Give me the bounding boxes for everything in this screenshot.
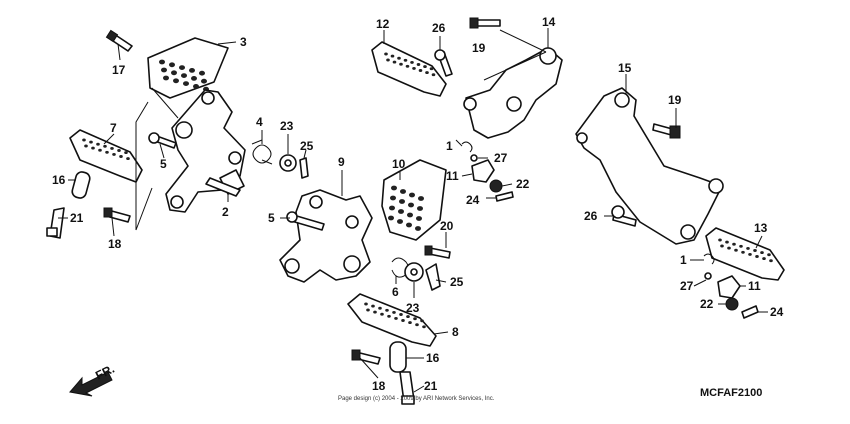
callout-8: 8 [452,325,459,339]
passenger-holder-15 [575,87,724,245]
callout-10: 10 [392,157,406,171]
callout-21-right: 21 [424,379,438,393]
pin-26-right [611,205,637,227]
callout-19-top: 19 [472,41,486,55]
bolt-5-bracket [205,177,241,197]
callout-5-left: 5 [160,157,167,171]
bolt-21-right [399,371,415,405]
callout-1-right: 1 [680,253,687,267]
bolt-18-right [351,349,381,365]
spring-1-right [703,253,715,265]
ball-27-center [470,154,478,162]
bolt-21-left [46,207,65,239]
callout-22-right: 22 [700,297,714,311]
front-label: FR. [93,362,117,383]
callout-18-right: 18 [372,379,386,393]
callout-7: 7 [110,121,117,135]
heel-guard-right [381,159,447,241]
front-direction-arrow: FR. [69,362,117,397]
callout-18-left: 18 [108,237,122,251]
cam-11-right [717,275,741,299]
peg-passenger-13 [705,227,785,281]
callout-25-left: 25 [300,139,314,153]
callout-26-right: 26 [584,209,598,223]
pin-25-left [299,157,309,179]
callout-15: 15 [618,61,632,75]
washer-23-left [279,154,297,172]
callout-4: 4 [256,115,263,129]
screw-24-right [741,305,759,319]
callout-labels: 3 17 7 5 16 21 18 4 23 25 2 12 26 19 14 … [52,15,784,393]
callout-1-center: 1 [446,139,453,153]
callout-16-right: 16 [426,351,440,365]
leader-lines [58,28,768,393]
diagram-code: MCFAF2100 [700,387,762,399]
step-holder-right [279,189,373,283]
callout-13: 13 [754,221,768,235]
callout-22-center: 22 [516,177,530,191]
callout-26-top: 26 [432,21,446,35]
nut-22-center [489,179,503,193]
callout-27-right: 27 [680,279,694,293]
pin-5-left [148,132,177,149]
callout-17: 17 [112,63,126,77]
callout-3: 3 [240,35,247,49]
spring-4 [251,139,273,165]
callout-21-left: 21 [70,211,84,225]
screw-24-center [495,191,514,202]
step-holder-left [165,89,246,213]
callout-2: 2 [222,205,229,219]
peg-left-7 [69,129,143,183]
bolt-18-left [103,207,131,223]
callout-20: 20 [440,219,454,233]
copyright-notice: Page design (c) 2004 - 2009 by ARI Netwo… [338,396,495,402]
callout-12: 12 [376,17,390,31]
callout-27-center: 27 [494,151,508,165]
spring-1-center [461,141,473,153]
ball-27-right [704,272,712,280]
bolt-19-right [652,123,681,139]
passenger-holder-14 [463,47,563,139]
nut-22-right [725,297,739,311]
callout-24-center: 24 [466,193,480,207]
peg-right-8 [347,293,437,347]
washer-23-right [404,262,424,282]
pin-5-right [286,211,325,231]
pin-16-left [71,171,91,199]
heel-guard-left [147,37,229,99]
callout-24-right: 24 [770,305,784,319]
callout-11-center: 11 [446,169,459,183]
callout-16-left: 16 [52,173,66,187]
pin-16-right [389,341,407,373]
bolt-17 [105,29,133,52]
callout-19-right: 19 [668,93,682,107]
callout-11-right: 11 [748,279,761,293]
callout-9: 9 [338,155,345,169]
callout-6: 6 [392,285,399,299]
callout-23-left: 23 [280,119,294,133]
callout-25-right: 25 [450,275,464,289]
peg-passenger-12 [371,41,447,97]
pin-25-right [425,263,441,291]
bolt-20 [424,245,451,259]
callout-14: 14 [542,15,556,29]
callout-23-right: 23 [406,301,420,315]
bolt-19-top [469,17,501,29]
cam-11-center [471,159,495,183]
callout-5-right: 5 [268,211,275,225]
